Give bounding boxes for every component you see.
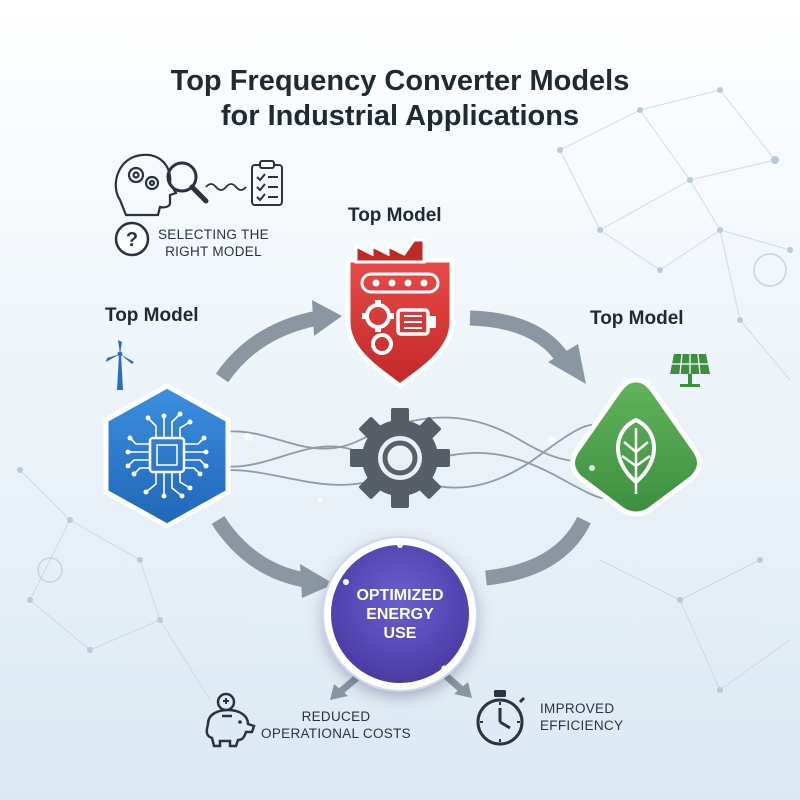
magnifier-icon — [166, 161, 209, 204]
title-line-1: Top Frequency Converter Models — [170, 65, 630, 97]
model-label-left: Top Model — [105, 305, 199, 326]
arrow-center-to-efficiency — [442, 672, 472, 698]
center-line-2: ENERGY — [366, 605, 434, 623]
model-label-right: Top Model — [590, 308, 684, 329]
center-line-3: USE — [383, 624, 417, 642]
solar-panel-icon — [670, 353, 710, 387]
piggy-bank-icon — [205, 692, 256, 748]
improved-line-2: EFFICIENCY — [540, 718, 624, 733]
model-label-top: Top Model — [348, 205, 442, 226]
improved-line-1: IMPROVED — [540, 701, 615, 716]
head-gears-icon — [114, 153, 178, 217]
gear-icon — [350, 408, 450, 508]
reduced-line-2: OPERATIONAL COSTS — [261, 726, 411, 741]
page-title: Top Frequency Converter Models for Indus… — [0, 64, 800, 134]
leaf-icon — [570, 377, 702, 517]
factory-gears-icon — [345, 238, 455, 390]
stopwatch-icon — [476, 690, 526, 746]
circuit-chip-icon — [103, 383, 231, 529]
arrow-center-to-costs — [330, 672, 363, 700]
question-icon: ? — [114, 221, 150, 257]
badge-glints — [343, 542, 447, 671]
wind-turbine-icon — [106, 340, 134, 390]
arrow-left-to-top — [215, 300, 342, 383]
checklist-icon — [251, 160, 283, 206]
optimized-energy-badge: OPTIMIZED ENERGY USE — [324, 538, 476, 690]
center-line-1: OPTIMIZED — [356, 586, 444, 604]
arrow-top-to-right — [469, 310, 586, 384]
arc-right-to-center — [485, 516, 591, 586]
selecting-line-1: SELECTING THE — [158, 227, 269, 242]
reduced-line-1: REDUCED — [301, 709, 371, 724]
improved-efficiency-label: IMPROVED EFFICIENCY — [540, 700, 623, 734]
svg-text:?: ? — [126, 229, 138, 251]
title-line-2: for Industrial Applications — [220, 100, 580, 132]
reduced-costs-label: REDUCED OPERATIONAL COSTS — [246, 708, 426, 742]
optimized-energy-text: OPTIMIZED ENERGY USE — [345, 586, 455, 643]
arrow-left-to-center — [211, 515, 334, 598]
selecting-model-illustration: ? — [114, 153, 283, 257]
selecting-line-2: RIGHT MODEL — [165, 244, 262, 259]
selecting-model-text: SELECTING THE RIGHT MODEL — [158, 226, 269, 260]
